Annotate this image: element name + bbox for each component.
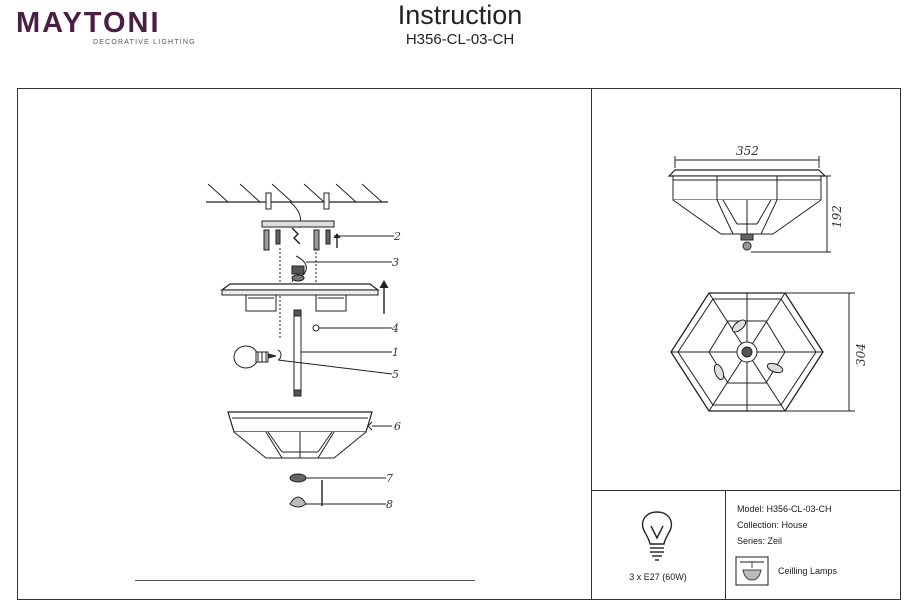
spec-category: Ceilling Lamps bbox=[778, 566, 838, 576]
callout-6: 6 bbox=[394, 420, 401, 433]
brand-logo: MAYTONI DECORATIVE LIGHTING bbox=[16, 6, 195, 50]
dimension-width: 352 bbox=[736, 144, 759, 158]
bulb-spec: 3 x E27 (60W) bbox=[629, 572, 687, 582]
dimension-height: 192 bbox=[830, 205, 844, 228]
brand-name: MAYTONI bbox=[16, 7, 161, 39]
drawing-baseline bbox=[135, 580, 475, 581]
frame-divider-vertical bbox=[591, 88, 592, 600]
dimension-diagram: 352 192 304 bbox=[667, 144, 868, 412]
drawing-frame bbox=[17, 88, 901, 600]
callout-2: 2 bbox=[393, 230, 401, 243]
ceiling-lamp-icon bbox=[735, 556, 769, 586]
callout-5: 5 bbox=[392, 368, 399, 381]
model-code: H356-CL-03-CH bbox=[405, 31, 515, 48]
callout-7: 7 bbox=[386, 472, 393, 485]
spec-model: Model: H356-CL-03-CH bbox=[737, 504, 832, 514]
callout-8: 8 bbox=[386, 498, 393, 511]
spec-divider bbox=[725, 490, 726, 600]
frame-divider-horizontal bbox=[591, 490, 901, 491]
callout-3: 3 bbox=[392, 256, 399, 269]
brand-tagline: DECORATIVE LIGHTING bbox=[93, 39, 196, 46]
spec-series: Series: Zeil bbox=[737, 536, 783, 546]
spec-collection: Collection: House bbox=[737, 520, 808, 530]
callout-4: 4 bbox=[391, 322, 399, 335]
callout-1: 1 bbox=[392, 346, 399, 359]
assembly-diagram: 2 3 4 1 5 6 7 8 bbox=[206, 183, 401, 511]
dimension-depth: 304 bbox=[854, 343, 868, 366]
page-title: Instruction bbox=[397, 0, 523, 30]
bulb-icon bbox=[641, 511, 673, 561]
